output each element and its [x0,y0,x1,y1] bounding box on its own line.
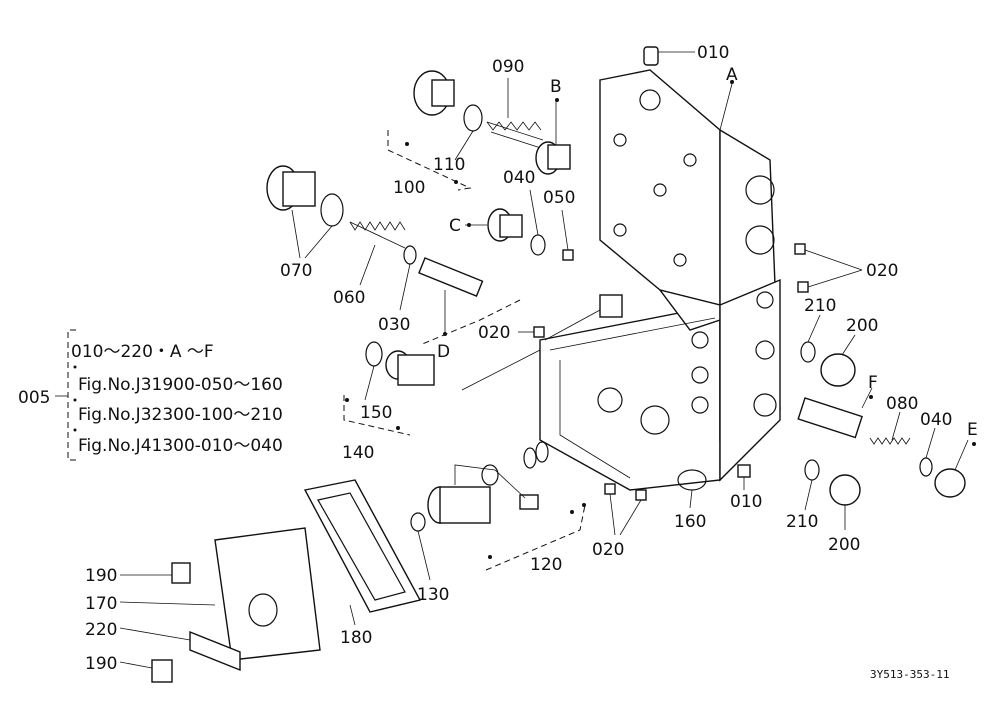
callout-080: 080 [886,394,918,414]
part-shapes [151,46,966,683]
valve-body [539,69,781,491]
assembly-line-2: Fig.No.J31900-050～160 [78,375,283,395]
drawing-code: 3Y513-353-11 [870,668,949,681]
assembly-number: 005 [18,388,50,408]
callout-150: 150 [360,403,392,423]
callout-070: 070 [280,261,312,281]
callout-160: 160 [674,512,706,532]
assembly-line-1: 010～220・A ～F [71,342,214,362]
callout-040-upper: 040 [503,168,535,188]
callout-060: 060 [333,288,365,308]
callout-040-right: 040 [920,410,952,430]
assembly-line-3: Fig.No.J32300-100～210 [78,405,283,425]
callout-010-lower: 010 [730,492,762,512]
callout-200-upper: 200 [846,316,878,336]
callout-020-left: 020 [478,323,510,343]
callout-170: 170 [85,594,117,614]
callout-190-lower: 190 [85,654,117,674]
callout-020-right: 020 [866,261,898,281]
leader-lines [73,51,976,669]
assembly-line-4: Fig.No.J41300-010～040 [78,436,283,456]
callout-210-lower: 210 [786,512,818,532]
callout-090: 090 [492,57,524,77]
callout-B: B [550,77,562,97]
callout-200-lower: 200 [828,535,860,555]
callout-140: 140 [342,443,374,463]
callout-190-upper: 190 [85,566,117,586]
callout-100: 100 [393,178,425,198]
callout-E: E [967,420,978,440]
callout-D: D [437,342,450,362]
callout-C: C [449,216,461,236]
callout-F: F [868,373,878,393]
callout-030: 030 [378,315,410,335]
callout-220: 220 [85,620,117,640]
callout-A: A [726,65,738,85]
callout-050: 050 [543,188,575,208]
callout-labels: 010 A 090 B 110 100 040 050 C 070 060 03… [18,43,978,681]
callout-120: 120 [530,555,562,575]
callout-210-upper: 210 [804,296,836,316]
callout-020-lower: 020 [592,540,624,560]
callout-180: 180 [340,628,372,648]
callout-110: 110 [433,155,465,175]
assembly-bracket [67,329,76,461]
callout-130: 130 [417,585,449,605]
callout-010-top: 010 [697,43,729,63]
